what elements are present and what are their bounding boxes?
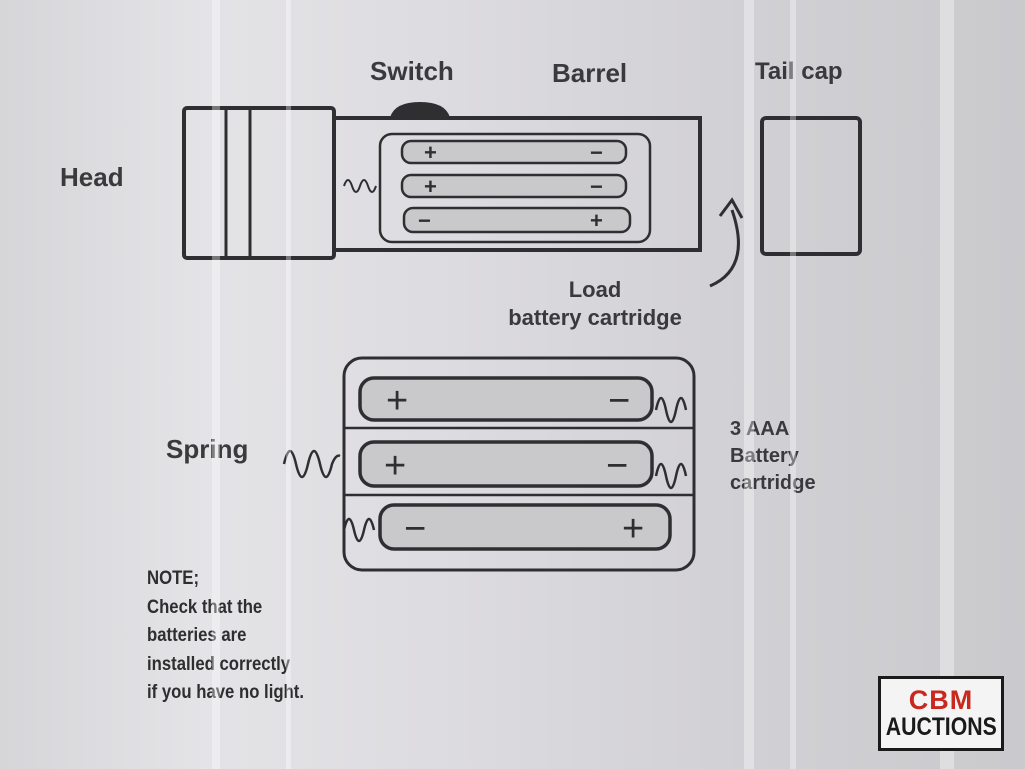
small-battery-2 [400, 173, 628, 199]
label-switch: Switch [370, 56, 454, 86]
cartridge-line-3: cartridge [730, 472, 816, 494]
inner-cartridge [378, 132, 652, 244]
label-3aaa-cartridge: 3 AAA Battery cartridge [730, 416, 816, 497]
large-battery-2 [358, 440, 654, 488]
logo-top: CBM [908, 684, 974, 715]
small-plus-2: + [424, 174, 437, 199]
note-line-1: NOTE; [147, 568, 200, 589]
flashlight-barrel [334, 116, 702, 252]
small-plus-3: + [590, 208, 603, 233]
large-plus-1: + [386, 380, 408, 422]
battery-cartridge [342, 356, 696, 572]
spring-icon-1 [654, 396, 688, 424]
label-head: Head [60, 162, 124, 192]
small-battery-3 [402, 206, 632, 234]
small-battery-1 [400, 139, 628, 165]
small-minus-2: − [590, 174, 603, 199]
small-plus-1: + [424, 140, 437, 165]
load-line-2: battery cartridge [508, 305, 682, 330]
label-spring: Spring [166, 434, 249, 464]
flashlight-switch [389, 101, 451, 120]
logo-bottom: AUCTIONS [885, 712, 997, 741]
large-minus-3: − [404, 508, 426, 550]
label-load-cartridge: Load battery cartridge [470, 276, 720, 332]
spring-icon-2 [654, 462, 688, 490]
note-line-3: batteries are [147, 625, 247, 646]
large-plus-3: + [622, 508, 644, 550]
large-plus-2: + [384, 445, 406, 487]
label-tail-cap: Tail cap [755, 58, 843, 85]
small-minus-3: − [418, 208, 431, 233]
flashlight-head [182, 106, 336, 260]
note-text: NOTE; Check that the batteries are insta… [147, 565, 304, 708]
note-line-4: installed correctly [147, 653, 291, 675]
large-batteries [358, 376, 672, 551]
note-line-2: Check that the [147, 596, 263, 618]
large-minus-1: − [608, 380, 630, 422]
spring-icon-3 [342, 517, 376, 543]
spring-label-icon [282, 449, 341, 479]
small-batteries [400, 139, 632, 234]
cartridge-line-2: Battery [730, 445, 799, 467]
small-minus-1: − [590, 140, 603, 165]
cbm-auctions-logo: CBM AUCTIONS [878, 676, 1004, 751]
large-battery-1 [358, 376, 654, 422]
large-battery-3 [378, 503, 672, 551]
label-barrel: Barrel [552, 58, 628, 88]
load-line-1: Load [568, 277, 622, 302]
cartridge-line-1: 3 AAA [730, 418, 790, 440]
note-line-5: if you have no light. [147, 682, 304, 703]
large-minus-2: − [606, 445, 628, 487]
small-spring-icon [343, 179, 377, 193]
load-arrow [709, 209, 740, 288]
tail-cap [760, 116, 862, 256]
